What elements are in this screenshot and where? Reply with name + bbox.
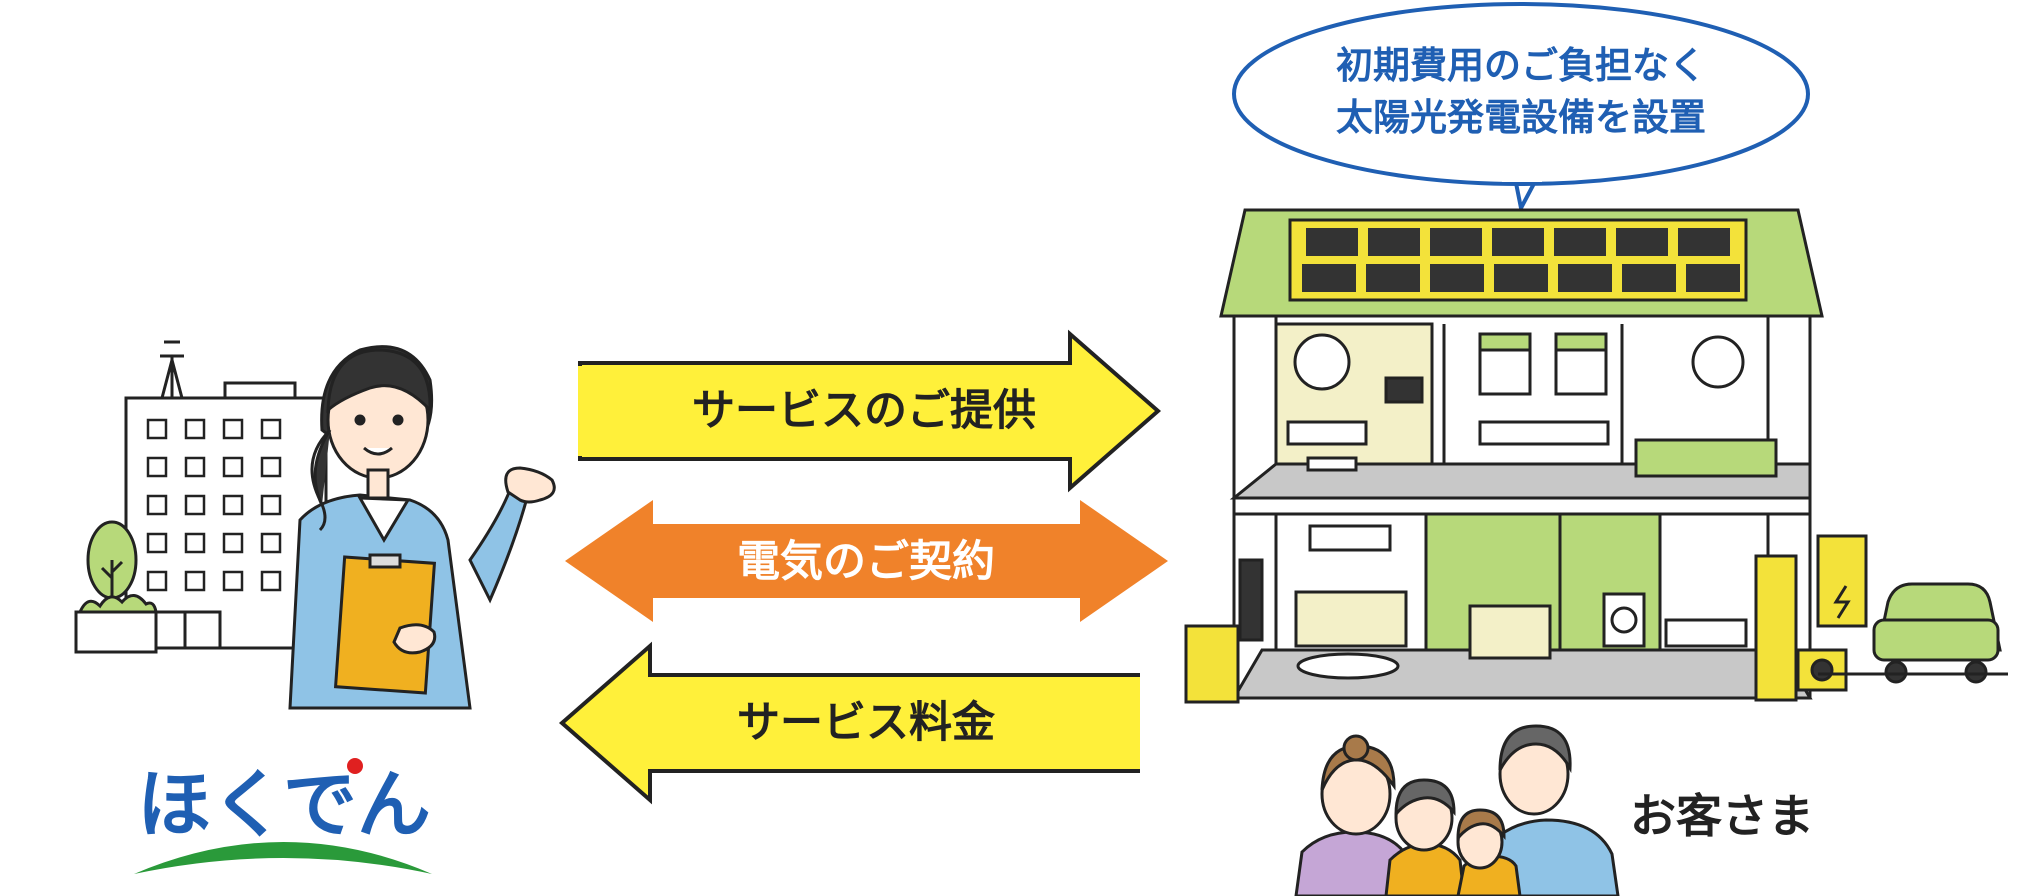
bubble-line-1: 初期費用のご負担なく — [1336, 44, 1706, 87]
logo-red-dot-icon — [347, 758, 363, 774]
arrow-label-electricity-contract: 電気のご契約 — [737, 537, 995, 587]
logo-swoosh-icon — [134, 842, 432, 874]
hokuden-logo: ほくでん — [134, 758, 432, 874]
speech-bubble — [1232, 2, 1810, 210]
arrow-service-fee — [558, 641, 1140, 805]
family-icon — [1294, 724, 1620, 896]
staff-person-icon — [288, 345, 556, 710]
arrow-label-service-provision: サービスのご提供 — [692, 386, 1036, 436]
bubble-line-2: 太陽光発電設備を設置 — [1336, 96, 1706, 139]
arrow-service-provision — [578, 329, 1162, 493]
arrow-electricity-contract — [565, 500, 1168, 622]
arrow-label-service-fee: サービス料金 — [737, 698, 996, 748]
solar-panel-icon — [1288, 218, 1748, 302]
logo-text: ほくでん — [137, 762, 431, 848]
customer-label: お客さま — [1630, 789, 1814, 843]
tree-icon — [74, 520, 158, 654]
house-cutaway-icon — [1184, 208, 2008, 704]
